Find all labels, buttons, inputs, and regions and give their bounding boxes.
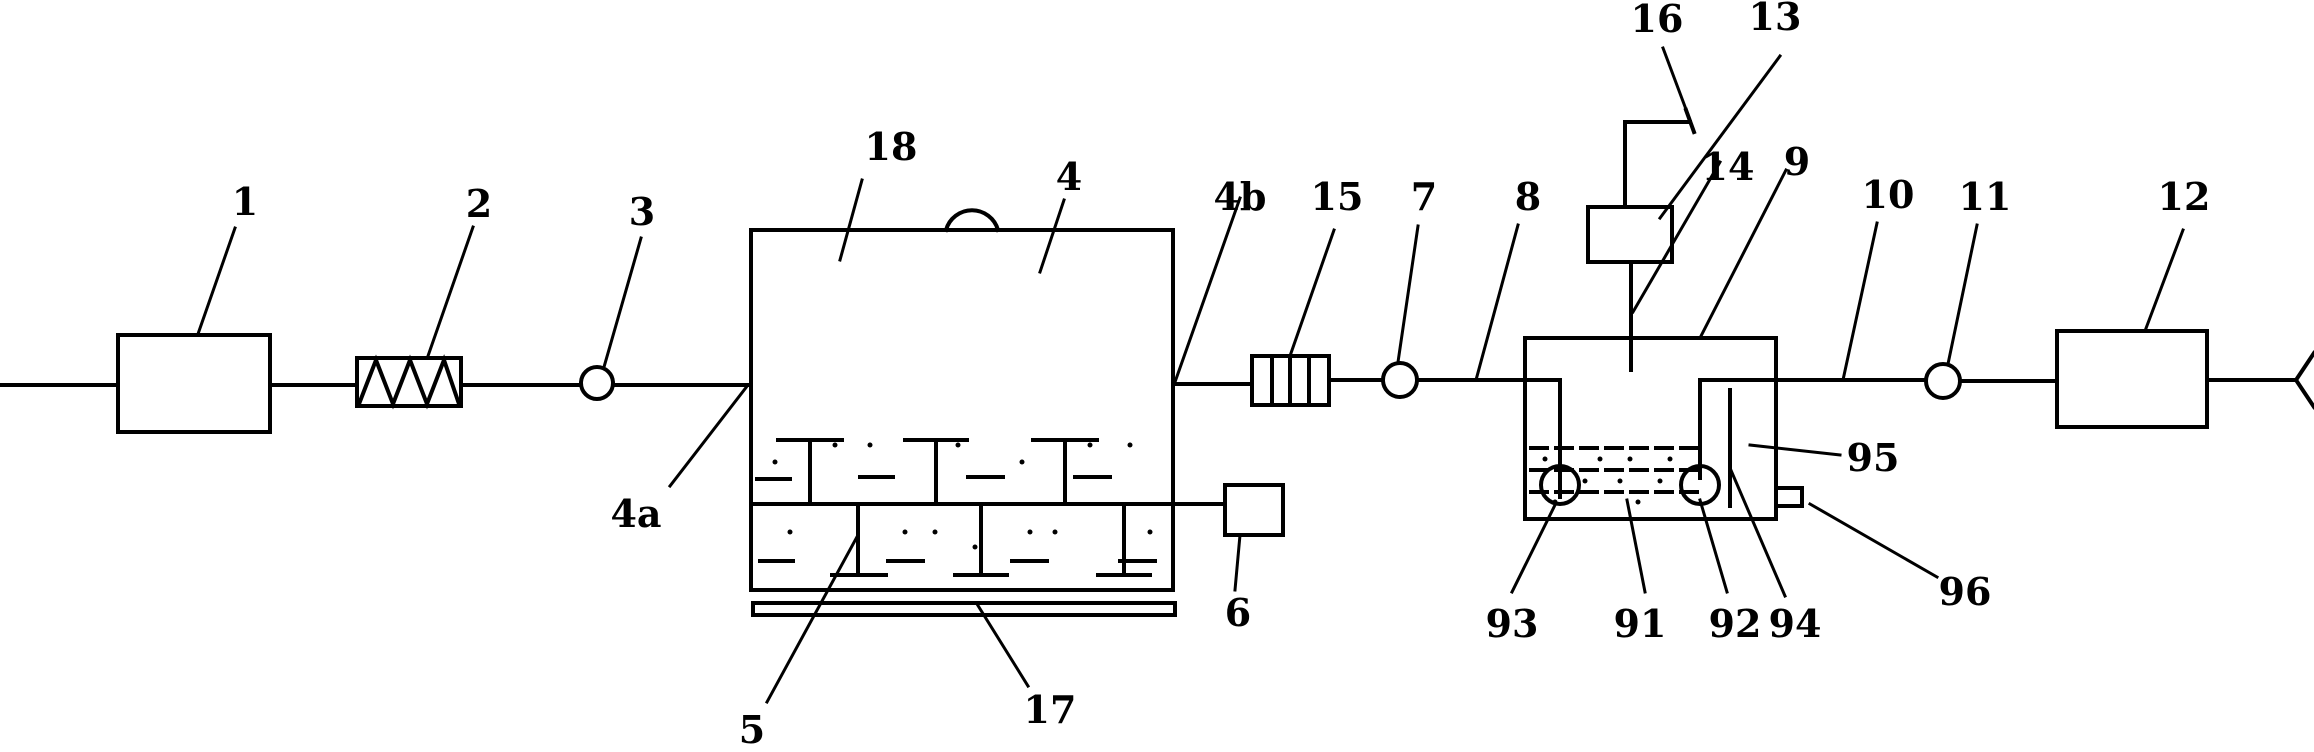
leader-lines — [196, 46, 2185, 705]
component-5-baffles — [830, 502, 1152, 577]
label-14: 14 — [1702, 144, 1755, 189]
label-15: 15 — [1311, 174, 1364, 219]
component-1-box — [116, 333, 272, 434]
component-16-line — [1623, 120, 1692, 209]
component-15-filter — [1250, 354, 1331, 407]
label-7: 7 — [1411, 174, 1437, 219]
component-2-coil — [355, 354, 463, 410]
label-96: 96 — [1939, 569, 1992, 614]
label-95: 95 — [1847, 435, 1900, 480]
component-7-valve — [1381, 361, 1419, 399]
label-94: 94 — [1769, 601, 1822, 646]
label-12: 12 — [2158, 174, 2211, 219]
component-93-ball — [1539, 464, 1581, 506]
label-13: 13 — [1749, 0, 1802, 39]
label-5: 5 — [739, 707, 765, 752]
label-93: 93 — [1486, 601, 1539, 646]
component-96-drain — [1774, 486, 1804, 508]
component-13-box — [1586, 205, 1674, 264]
label-91: 91 — [1614, 601, 1667, 646]
label-4a: 4a — [610, 491, 661, 536]
vessel-liquid-lower — [758, 529, 1157, 563]
label-92: 92 — [1709, 601, 1762, 646]
label-3: 3 — [629, 189, 655, 234]
component-9-tank — [1523, 336, 1778, 521]
label-18: 18 — [865, 124, 918, 169]
vessel-liquid-upper — [755, 442, 1133, 481]
outlet-nozzle — [2293, 350, 2314, 410]
label-1: 1 — [232, 179, 258, 224]
label-16: 16 — [1631, 0, 1684, 41]
label-8: 8 — [1515, 174, 1541, 219]
component-4-vessel — [749, 208, 1175, 592]
label-17: 17 — [1024, 687, 1077, 732]
component-12-box — [2055, 329, 2209, 429]
label-6: 6 — [1225, 590, 1251, 635]
component-3-valve — [579, 365, 615, 401]
component-91-liquid — [1529, 446, 1702, 505]
label-10: 10 — [1862, 172, 1915, 217]
outlet-pipe-from-tank — [1698, 378, 1778, 480]
label-4: 4 — [1056, 154, 1082, 199]
label-2: 2 — [466, 181, 492, 226]
label-11: 11 — [1959, 174, 2012, 219]
component-17-plate — [751, 601, 1177, 617]
component-6-box — [1223, 483, 1285, 537]
upper-baffles — [776, 438, 1099, 506]
component-11-valve — [1924, 362, 1962, 400]
label-4b: 4b — [1213, 174, 1266, 219]
label-9: 9 — [1784, 139, 1810, 184]
